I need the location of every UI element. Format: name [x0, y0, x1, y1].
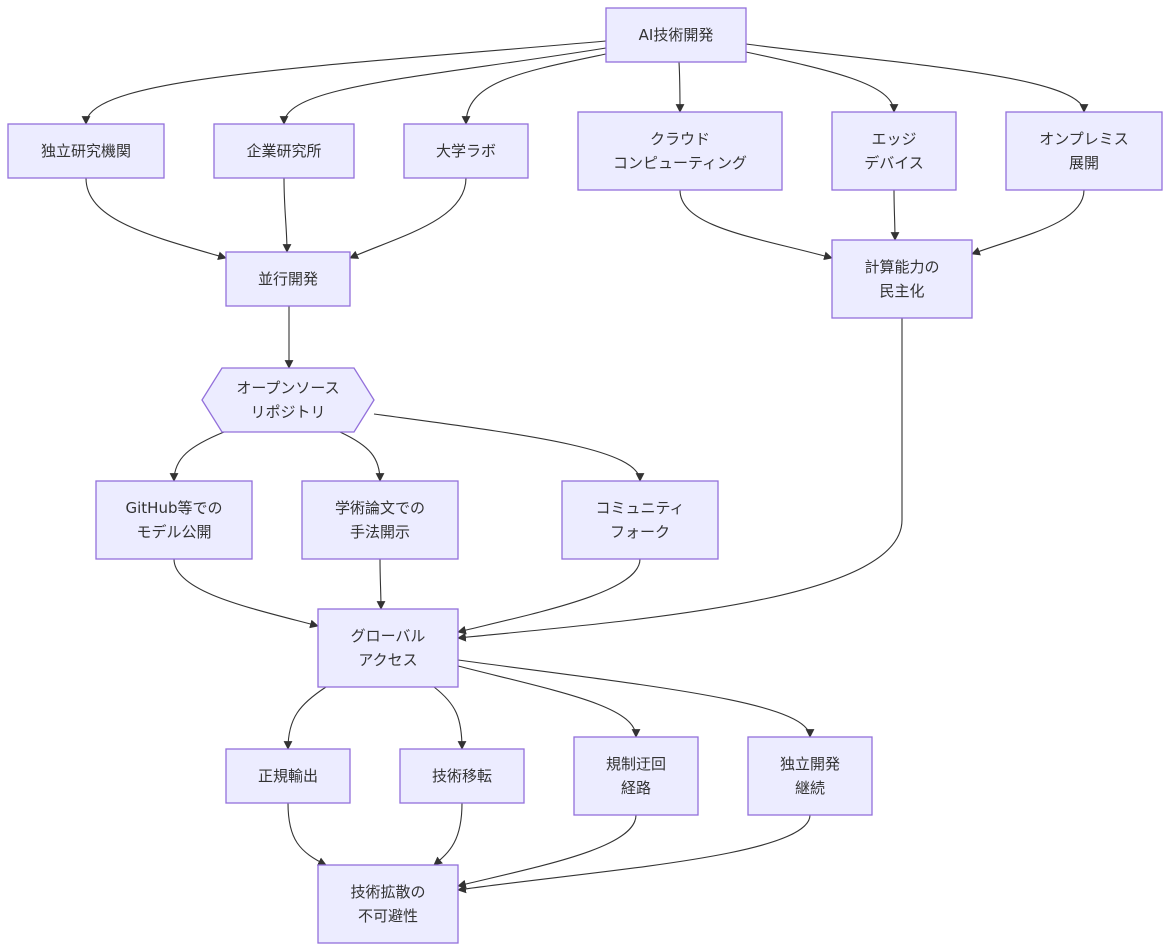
node-label-line: コミュニティ: [595, 499, 684, 517]
node-shape: [1005, 111, 1163, 191]
node-tech-transfer[interactable]: 技術移転: [399, 748, 525, 804]
node-shape: [831, 239, 973, 319]
edge-ai_dev-to-corporate_lab: [279, 47, 607, 125]
edge-compute_democratization-to-global_access: [457, 318, 903, 642]
edge-ai_dev-to-edge: [745, 51, 899, 113]
node-shape: [399, 748, 525, 804]
node-label-line: 技術移転: [432, 767, 492, 785]
edge-ai_dev-to-cloud: [675, 61, 685, 113]
node-label-line: 手法開示: [350, 523, 410, 541]
node-layer: AI技術開発独立研究機関企業研究所大学ラボクラウドコンピューティングエッジデバイ…: [7, 7, 1163, 944]
node-ai-dev[interactable]: AI技術開発: [605, 7, 747, 63]
node-shape: [317, 608, 459, 688]
node-label-line: コンピューティング: [613, 154, 747, 172]
edge-edge-to-compute_democratization: [890, 189, 900, 241]
edge-global_access-to-tech_transfer: [433, 686, 467, 750]
node-label-line: 独立研究機関: [41, 142, 131, 160]
node-label-line: オープンソース: [236, 379, 339, 397]
node-shape: [747, 736, 873, 816]
node-label-line: 企業研究所: [246, 142, 321, 160]
edge-legit_export-to-diffusion: [287, 802, 327, 866]
node-shape: [577, 111, 783, 191]
node-shape: [561, 480, 719, 560]
edge-ai_dev-to-independent_lab: [81, 40, 607, 125]
node-label-line: 正規輸出: [258, 767, 318, 785]
edge-independent_lab-to-parallel_dev: [85, 177, 227, 261]
edge-tech_transfer-to-diffusion: [433, 802, 463, 866]
edge-global_access-to-indep_continue: [457, 659, 815, 738]
node-label-line: エッジ: [871, 130, 916, 148]
node-label-line: フォーク: [610, 523, 670, 541]
node-parallel-dev[interactable]: 並行開発: [225, 251, 351, 307]
node-shape: [95, 480, 253, 560]
node-shape: [7, 123, 165, 179]
node-label-line: 計算能力の: [864, 258, 939, 276]
edge-global_access-to-reg_bypass: [457, 665, 641, 738]
node-shape: [573, 736, 699, 816]
node-label-line: アクセス: [358, 651, 417, 669]
edge-community_fork-to-global_access: [457, 558, 641, 635]
node-label-line: 学術論文での: [335, 499, 425, 517]
edge-university_lab-to-parallel_dev: [349, 177, 467, 259]
node-shape: [301, 480, 459, 560]
node-label-line: デバイス: [864, 154, 924, 172]
edge-cloud-to-compute_democratization: [679, 189, 833, 261]
edge-github-to-global_access: [173, 558, 319, 629]
node-shape: [317, 864, 459, 944]
node-legit-export[interactable]: 正規輸出: [225, 748, 351, 804]
node-label-line: 展開: [1069, 154, 1099, 172]
edge-onprem-to-compute_democratization: [971, 189, 1085, 256]
node-shape: [225, 251, 351, 307]
node-label-line: グローバル: [351, 627, 426, 645]
node-label-line: 継続: [795, 779, 825, 797]
node-label-line: 経路: [621, 779, 651, 797]
node-label-line: モデル公開: [136, 523, 211, 541]
node-university-lab[interactable]: 大学ラボ: [403, 123, 529, 179]
node-label-line: GitHub等での: [126, 499, 223, 517]
edge-reg_bypass-to-diffusion: [457, 814, 637, 889]
node-shape: [213, 123, 355, 179]
node-shape: [403, 123, 529, 179]
node-independent-lab[interactable]: 独立研究機関: [7, 123, 165, 179]
edge-layer: [81, 40, 1089, 894]
node-label-line: クラウド: [650, 130, 710, 148]
edge-oss_repo-to-github: [169, 431, 225, 482]
node-label-line: AI技術開発: [639, 26, 714, 44]
edge-corporate_lab-to-parallel_dev: [282, 177, 292, 253]
node-label-line: 大学ラボ: [436, 142, 496, 160]
edge-ai_dev-to-university_lab: [461, 53, 607, 125]
edge-ai_dev-to-onprem: [745, 43, 1089, 113]
node-label-line: リポジトリ: [250, 403, 325, 421]
node-shape: [605, 7, 747, 63]
edge-oss_repo-to-community_fork: [373, 413, 645, 482]
node-corporate-lab[interactable]: 企業研究所: [213, 123, 355, 179]
edge-papers-to-global_access: [376, 558, 386, 610]
node-shape: [831, 111, 957, 191]
node-shape: [225, 748, 351, 804]
node-label-line: 規制迂回: [606, 755, 666, 773]
node-label-line: 民主化: [879, 282, 924, 300]
node-label-line: 独立開発: [780, 755, 840, 773]
edge-indep_continue-to-diffusion: [457, 814, 811, 894]
node-shape: [201, 367, 375, 433]
node-label-line: 技術拡散の: [350, 883, 425, 901]
node-label-line: 並行開発: [258, 270, 318, 288]
node-label-line: オンプレミス: [1039, 130, 1129, 148]
edge-oss_repo-to-papers: [339, 431, 385, 482]
node-label-line: 不可避性: [358, 907, 418, 925]
edge-global_access-to-legit_export: [283, 686, 327, 750]
